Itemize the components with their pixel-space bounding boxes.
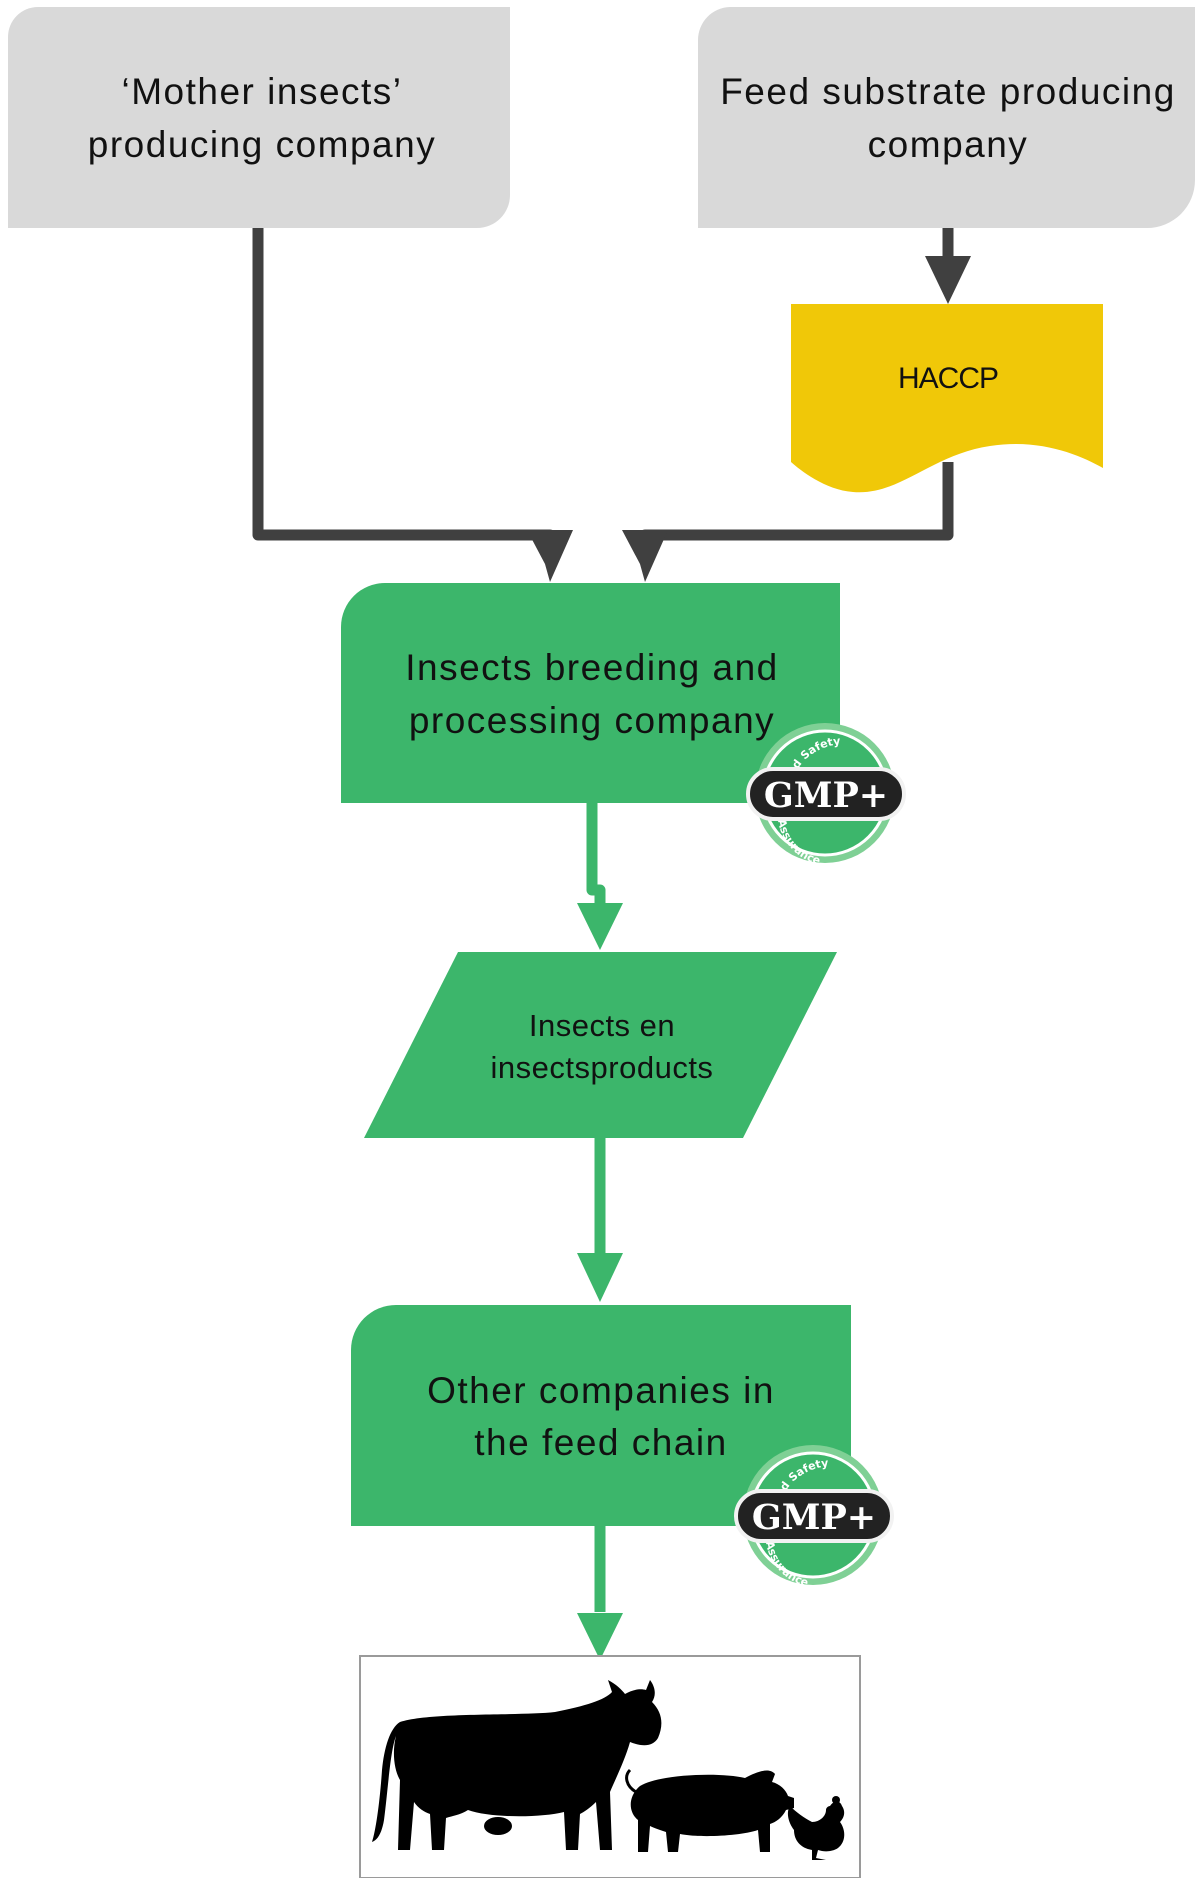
gmp-plus-badge: Feed Safety Assurance GMP+ xyxy=(734,1445,894,1589)
green-arrow-other-to-animals xyxy=(577,1526,623,1660)
feed-substrate-line1: Feed substrate producing xyxy=(720,71,1176,112)
breeding-line1: Insects breeding and xyxy=(405,647,779,688)
rooster-icon xyxy=(787,1796,845,1860)
arrowhead-haccp-to-breeding xyxy=(622,530,668,582)
other-companies-line1: Other companies in xyxy=(427,1370,775,1411)
mother-insects-company-node: ‘Mother insects’ producing company xyxy=(8,7,510,228)
arrow-mother-to-breeding xyxy=(252,228,556,548)
livestock-animals-panel xyxy=(359,1655,861,1878)
badge-gmp-label: GMP+ xyxy=(764,775,888,816)
products-line1: Insects en xyxy=(529,1008,675,1043)
pig-icon xyxy=(625,1768,794,1852)
mother-insects-line1: ‘Mother insects’ xyxy=(121,71,402,112)
arrowhead-feed-to-haccp xyxy=(925,256,971,304)
gmp-plus-badge: Feed Safety Assurance GMP+ xyxy=(746,723,906,867)
mother-insects-line2: producing company xyxy=(88,124,436,165)
other-feed-chain-companies-node: Other companies in the feed chain xyxy=(351,1305,851,1526)
feed-substrate-company-node: Feed substrate producing company xyxy=(698,7,1195,228)
dark-arrowheads xyxy=(527,256,971,582)
green-arrow-products-to-other xyxy=(577,1138,623,1302)
badge-gmp-label: GMP+ xyxy=(752,1497,876,1538)
haccp-label: HACCP xyxy=(898,362,998,395)
arrowhead-mother xyxy=(527,530,573,582)
cow-icon xyxy=(372,1680,662,1850)
other-companies-line2: the feed chain xyxy=(474,1422,727,1463)
breeding-line2: processing company xyxy=(409,700,775,741)
insect-products-node: Insects en insectsproducts xyxy=(364,952,837,1138)
green-arrow-breeding-to-products xyxy=(577,803,623,950)
products-line2: insectsproducts xyxy=(491,1050,714,1085)
breeding-processing-company-node: Insects breeding and processing company xyxy=(341,583,840,803)
feed-substrate-line2: company xyxy=(868,124,1029,165)
haccp-document-node: HACCP xyxy=(791,304,1103,493)
